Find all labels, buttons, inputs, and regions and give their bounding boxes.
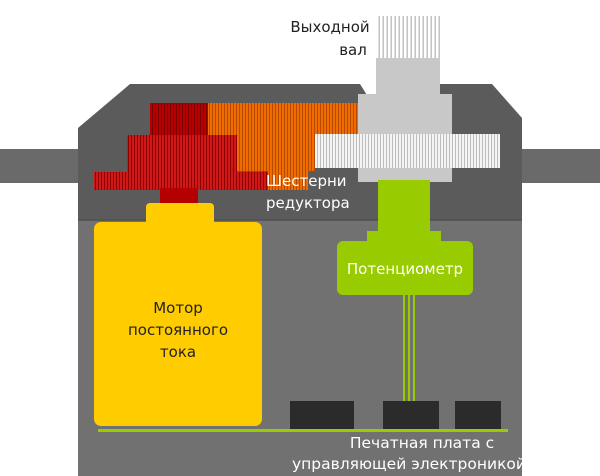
output-shaft-base — [358, 164, 452, 182]
motor-pinion — [160, 188, 198, 204]
chip — [383, 401, 439, 430]
circuit-board-label: управляющей электроникой — [292, 455, 526, 473]
gear-orange-lower — [237, 133, 315, 171]
gear-red-mid — [127, 135, 237, 173]
circuit-board-label: Печатная плата с — [350, 434, 494, 452]
gear-orange-base — [268, 170, 308, 190]
motor-label: постоянного — [128, 321, 228, 339]
potentiometer-label: Потенциометр — [347, 260, 463, 278]
output-shaft-spline — [376, 16, 440, 60]
gear-orange-top — [208, 103, 358, 135]
mounting-tab-left — [0, 149, 82, 183]
pcb-line — [98, 429, 508, 432]
potentiometer-body — [337, 241, 473, 295]
output-shaft — [358, 16, 452, 182]
gears-label: редуктора — [266, 194, 350, 212]
dc-motor — [94, 203, 262, 426]
motor-label: тока — [160, 343, 196, 361]
gear-dark-red-top — [150, 103, 208, 137]
gears-label: Шестерни — [266, 172, 347, 190]
potentiometer — [337, 180, 473, 430]
potentiometer-shaft — [378, 180, 430, 236]
output-shaft-collar — [358, 94, 452, 134]
output-shaft-body — [376, 58, 440, 96]
motor-body — [94, 222, 262, 426]
output-shaft-label: вал — [339, 41, 367, 59]
output-shaft-label: Выходной — [290, 18, 369, 36]
chip — [290, 401, 354, 430]
gear-train — [94, 103, 500, 204]
circuit-board — [98, 401, 508, 432]
chip — [455, 401, 501, 430]
gear-red-wide — [94, 172, 270, 190]
motor-label: Мотор — [153, 299, 203, 317]
mounting-tab-right — [517, 149, 600, 183]
gear-white-output — [315, 134, 500, 168]
